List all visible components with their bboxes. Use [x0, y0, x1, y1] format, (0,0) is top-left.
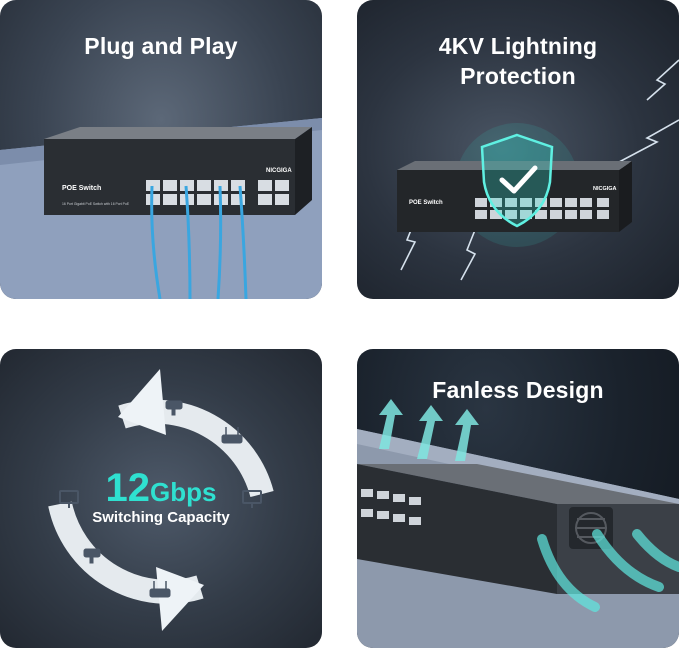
device-label: POE Switch: [62, 185, 101, 192]
tile-title: Fanless Design: [432, 377, 604, 403]
capacity-value: 12Gbps: [36, 466, 286, 511]
router-icon: [149, 581, 171, 598]
tile-title-line2: Protection: [460, 63, 576, 89]
switching-capacity-tile: 12Gbps Switching Capacity: [0, 349, 322, 648]
capacity-subtitle: Switching Capacity: [92, 509, 230, 526]
device-label: POE Switch: [409, 200, 443, 206]
lightning-protection-tile: POE Switch NICGIGA 4KV Lightning Protect…: [357, 0, 679, 299]
plug-and-play-tile: Plug and Play POE Switch 16 Port Gi: [0, 0, 322, 299]
model-caption: 16 Port Gigabit PoE Switch with 16 Port …: [62, 202, 130, 206]
camera-icon: [165, 400, 183, 416]
router-icon: [221, 427, 243, 444]
tile-title: Plug and Play: [84, 33, 238, 59]
capacity-number: 12: [105, 466, 151, 510]
monitor-icon: [242, 490, 262, 508]
tile-title-line1: 4KV Lightning: [438, 33, 598, 59]
lightning-illustration: POE Switch NICGIGA: [397, 59, 679, 281]
shield-check-icon: [480, 133, 554, 228]
brand-logo: NICGIGA: [593, 186, 617, 192]
fanless-design-tile: Fanless Design: [357, 349, 679, 648]
camera-icon: [83, 548, 101, 564]
brand-logo: NICGIGA: [266, 168, 292, 174]
monitor-icon: [59, 490, 79, 508]
cycle-arrows-illustration: [48, 369, 274, 631]
fanless-illustration: [357, 399, 679, 648]
poe-switch-illustration: POE Switch 16 Port Gigabit PoE Switch wi…: [0, 118, 322, 299]
capacity-unit: Gbps: [150, 477, 217, 507]
